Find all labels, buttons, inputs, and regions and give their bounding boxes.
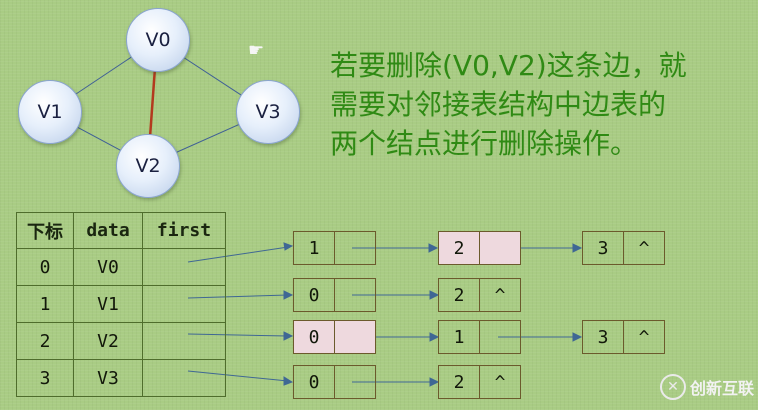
row-index: 2 [16,322,74,360]
edge-node-1-0-next [334,278,376,312]
edge-node-3-1-next: ^ [479,365,521,399]
edge-node-0-1-next [479,231,521,265]
edge-node-2-1-adjvex: 1 [438,320,480,354]
pointer-arrows [187,242,583,387]
edge-node-1-0-adjvex: 0 [293,278,335,312]
row-index: 3 [16,359,74,397]
table-row: 1 V1 [16,285,226,323]
row-data: V0 [73,248,143,286]
row-data: V1 [73,285,143,323]
row-first [142,322,226,360]
edge-node-0-1-adjvex: 2 [438,231,480,265]
description-line-1: 若要删除(V0,V2)这条边，就 [330,49,687,82]
graph-node-v3: V3 [236,80,300,144]
edge-node-0-0-adjvex: 1 [293,231,335,265]
edge-node-0-2-next: ^ [623,231,665,265]
edge-node-1-1-adjvex: 2 [438,278,480,312]
header-index: 下标 [16,212,74,249]
edge-node-2-2-next: ^ [623,320,665,354]
graph-node-v2: V2 [116,134,180,198]
brand-logo: ✕ 创新互联 [660,374,754,400]
edge-node-2-1-next [479,320,521,354]
edge-node-2-0-adjvex: 0 [293,320,335,354]
table-row: 3 V3 [16,359,226,397]
edge-node-3-1-adjvex: 2 [438,365,480,399]
header-first: first [142,212,226,249]
graph-node-v1: V1 [18,80,82,144]
edge-node-3-0-adjvex: 0 [293,365,335,399]
row-first [142,285,226,323]
description-line-3: 两个结点进行删除操作。 [330,127,639,160]
brand-logo-icon: ✕ [660,374,686,400]
hand-pointer-icon: ☛ [248,40,265,61]
edge-node-3-0-next [334,365,376,399]
row-first [142,248,226,286]
description-line-2: 需要对邻接表结构中边表的 [330,88,667,121]
edge-node-0-0-next [334,231,376,265]
row-first [142,359,226,397]
graph-node-v0: V0 [126,8,190,72]
vertex-table-header: 下标 data first [16,212,226,249]
edge-node-2-2-adjvex: 3 [582,320,624,354]
row-index: 1 [16,285,74,323]
table-row: 0 V0 [16,248,226,286]
row-data: V3 [73,359,143,397]
row-index: 0 [16,248,74,286]
vertex-table: 下标 data first 0 V0 1 V1 2 V2 3 V3 [16,212,226,397]
edge-node-0-2-adjvex: 3 [582,231,624,265]
row-data: V2 [73,322,143,360]
edge-node-1-1-next: ^ [479,278,521,312]
edge-node-2-0-next [334,320,376,354]
header-data: data [73,212,143,249]
brand-logo-text: 创新互联 [690,379,755,398]
table-row: 2 V2 [16,322,226,360]
